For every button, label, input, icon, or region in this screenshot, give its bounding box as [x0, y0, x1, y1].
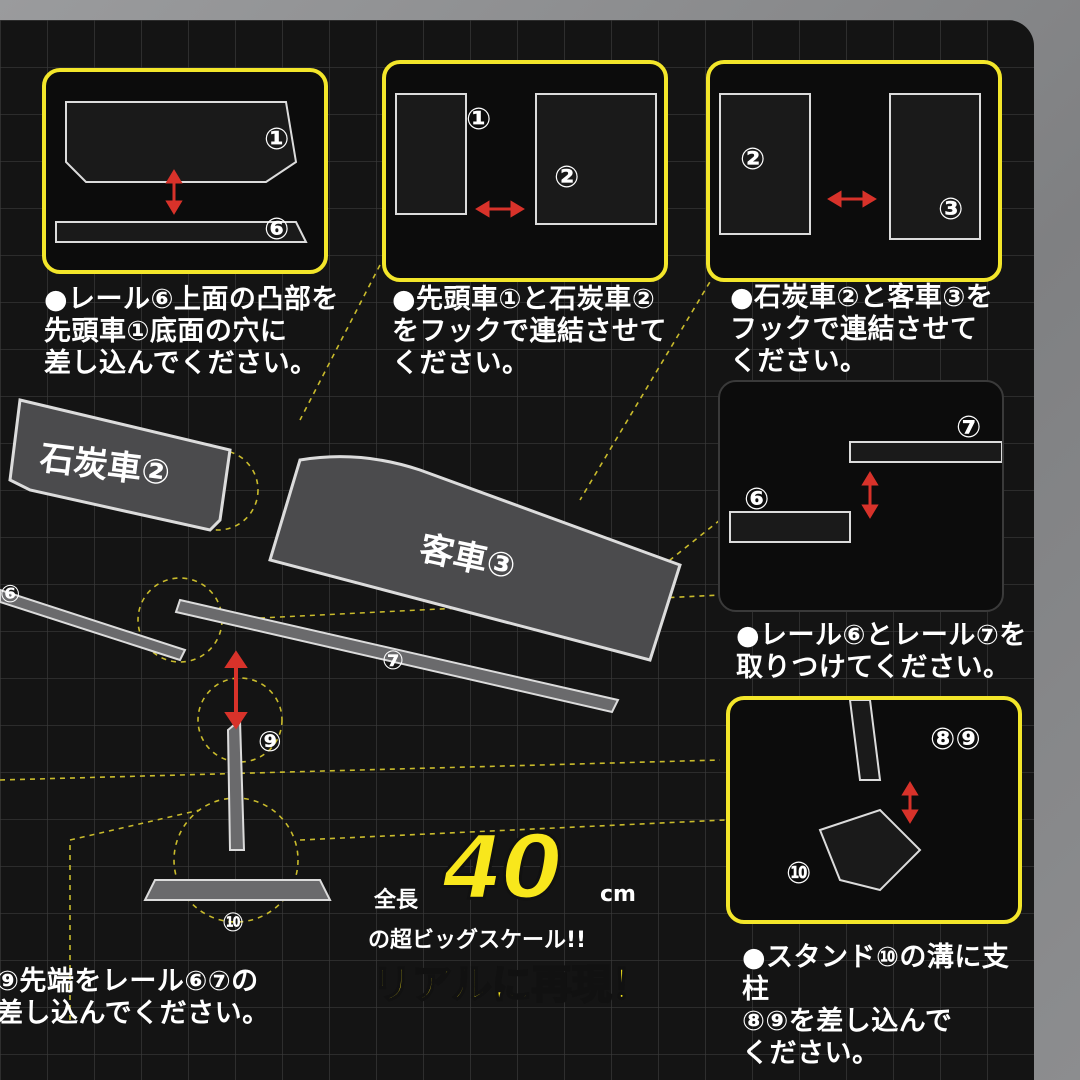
panel2-front-number: ① [466, 102, 492, 137]
stand-10-label: ⑩ [222, 908, 245, 938]
coal-car-shape [8, 398, 232, 532]
rail-6-shape [0, 588, 187, 662]
panel-coal-coach-hook: ② ③ [706, 60, 1002, 282]
panel-stand-post: ⑧⑨ ⑩ [726, 696, 1022, 924]
panel-front-car-rail: ① ⑥ [42, 68, 328, 274]
caption-step-1: ●レール⑥上面の凸部を 先頭車①底面の穴に 差し込んでください。 [44, 284, 339, 379]
panel5-post-number: ⑧⑨ [930, 722, 981, 757]
panel3-coal-number: ② [740, 142, 766, 177]
post-9-shape [226, 717, 246, 851]
panel4-rail7-number: ⑦ [956, 410, 982, 445]
caption-step-4: ●レール⑥とレール⑦を 取りつけてください。 [736, 620, 1027, 683]
red-arrow-vertical [224, 650, 248, 730]
panel1-rail-number: ⑥ [264, 212, 290, 247]
length-unit: cm [600, 882, 636, 907]
length-prefix: 全長 [374, 888, 419, 913]
panel-rail-connect: ⑦ ⑥ [718, 380, 1004, 612]
length-badge: 全長 40 cm の超ビッグスケール!! リアルに再現！ [368, 815, 668, 1010]
coach-shape [268, 455, 682, 662]
length-slogan: リアルに再現！ [371, 961, 653, 1009]
post-9-label: ⑨ [258, 725, 282, 758]
length-subtitle: の超ビッグスケール!! [368, 928, 587, 953]
instruction-board: 石炭車② 客車③ ⑥ ⑦ ⑨ ⑩ ① ⑥ [0, 20, 1034, 1080]
stand-10-shape [143, 879, 332, 901]
caption-step-2: ●先頭車①と石炭車② をフックで連結させて ください。 [392, 284, 667, 379]
caption-step-3: ●石炭車②と客車③を フックで連結させて ください。 [730, 282, 994, 377]
caption-step-6: ⑨先端をレール⑥⑦の 差し込んでください。 [0, 966, 270, 1029]
rail-6-label: ⑥ [0, 580, 21, 608]
panel1-front-number: ① [264, 122, 290, 157]
length-value: 40 [440, 815, 563, 921]
panel-front-coal-hook: ① ② [382, 60, 668, 282]
panel3-coach-number: ③ [938, 192, 964, 227]
panel4-rail6-number: ⑥ [744, 482, 770, 517]
rail-7-label: ⑦ [382, 646, 405, 676]
rail-7-shape [174, 598, 620, 714]
panel2-coal-number: ② [554, 160, 580, 195]
panel5-stand-number: ⑩ [786, 856, 812, 891]
caption-step-5: ●スタンド⑩の溝に支柱 ⑧⑨を差し込んで ください。 [742, 942, 1010, 1069]
